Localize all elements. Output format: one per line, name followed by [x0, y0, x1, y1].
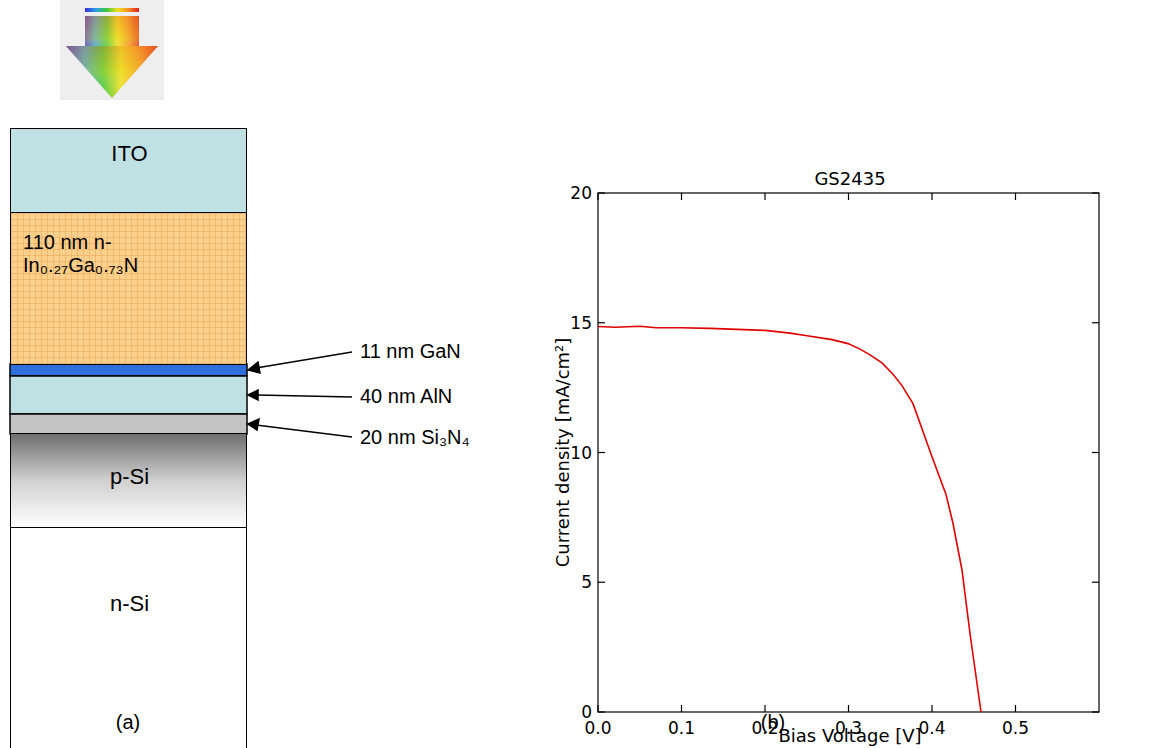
gan-layer [10, 364, 247, 376]
plot-frame [598, 193, 1099, 712]
layer-label: p-Si [110, 464, 149, 490]
layer-label: n-Si [110, 591, 149, 617]
si3n4-layer [10, 414, 247, 434]
jv-curve [598, 326, 981, 712]
tick-label: 5 [581, 572, 592, 592]
tick-label: 20 [570, 183, 592, 203]
axis-title: Current density [mA/cm²] [553, 337, 574, 567]
layer-label: 110 nm n- In₀.₂₇Ga₀.₇₃N [23, 231, 223, 277]
panel-label: (b) [761, 711, 785, 734]
axis-title: Bias Voltage [V] [778, 725, 921, 746]
panel-label: (a) [116, 711, 140, 734]
layer-callout: 11 nm GaN [360, 340, 461, 363]
layer-label: ITO [111, 141, 147, 167]
tick-label: 0.1 [668, 718, 695, 738]
aln-layer [10, 376, 247, 414]
tick-label: 15 [570, 313, 592, 333]
leader-arrows [248, 352, 352, 437]
ingan-layer: 110 nm n- In₀.₂₇Ga₀.₇₃N [10, 212, 247, 365]
layer-callout: 40 nm AlN [360, 385, 452, 408]
p-si-layer: p-Si [10, 433, 247, 528]
plot-title: GS2435 [814, 168, 885, 189]
ito-layer: ITO [10, 128, 247, 213]
light-arrow [60, 0, 164, 100]
tick-label: 0.4 [918, 718, 945, 738]
tick-label: 0.5 [1002, 718, 1029, 738]
tick-label: 10 [570, 443, 592, 463]
layer-callout: 20 nm Si₃N₄ [360, 426, 470, 449]
tick-label: 0 [581, 702, 592, 722]
